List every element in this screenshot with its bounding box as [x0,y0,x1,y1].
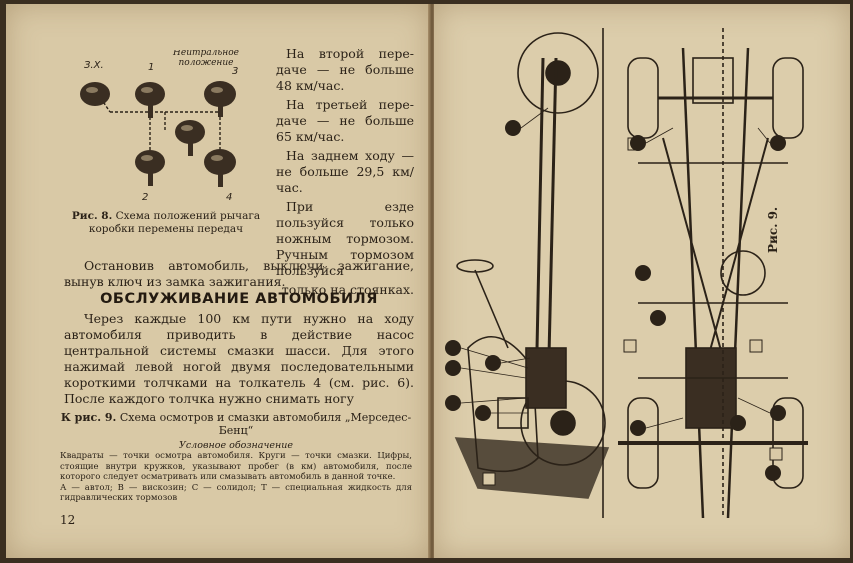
fig9-title-label: К рис. 9. [60,411,117,424]
brake-paragraph: При езде пользуйся только ножным тормозо… [276,199,414,278]
speed-second-first-line: На второй пере- [286,46,414,61]
legend-codes: А — автол; В — вискозин; С — солидол; Т … [60,482,412,504]
fig8-caption-text: Схема положений рычага коробки перемены … [88,210,261,235]
maintenance-paragraph: Через каждые 100 км пути нужно на ходу а… [64,311,414,407]
section-heading: ОБСЛУЖИВАНИЕ АВТОМОБИЛЯ [100,291,378,307]
chassis-side-view [454,28,610,518]
fig8-caption-label: Рис. 8. [71,210,113,222]
fig9-title: К рис. 9. Схема осмотров и смазки автомо… [60,411,412,437]
fig8-label-reverse: З.Х. [84,60,104,71]
speed-third-first-line: На третьей пере- [286,97,414,112]
brake-tail: только на стоянках. [281,282,414,297]
fig8-label-3: 3 [232,66,238,77]
fig9-chassis-diagram [445,28,808,519]
fig8-label-neutral: Нейтральное положение [173,50,239,68]
lubrication-markers [445,120,786,481]
inspection-markers [482,137,783,486]
fig9-title-text: Схема осмотров и смазки автомобиля „Мерс… [119,411,412,437]
fig8-label-2: 2 [142,192,148,203]
chassis-top-view [618,28,808,519]
fig8-label-1: 1 [148,62,154,73]
fig9-label: Рис. 9. [766,206,780,253]
maintenance-text: Через каждые 100 км пути нужно на ходу а… [64,311,414,406]
speed-third-rest: даче — не больше 65 км/час. [276,113,414,144]
speed-second-rest: даче — не больше 48 км/час. [276,62,414,93]
speed-limits-column: На второй пере- даче — не больше 48 км/ч… [276,46,414,301]
fig8-caption: Рис. 8. Схема положений рычага коробки п… [66,210,266,236]
fig8-label-4: 4 [226,192,232,203]
speed-third-gear: На третьей пере- даче — не больше 65 км/… [276,97,414,145]
legend-block: Квадраты — точки осмотра автомобиля. Кру… [60,451,412,504]
speed-second-gear: На второй пере- даче — не больше 48 км/ч… [276,46,414,94]
leader-lines [460,107,771,429]
book-gutter [428,4,436,558]
fig8-gearshift-diagram: З.Х. 1 3 2 4 Нейтральное положение [80,50,239,203]
legend-heading: Условное обозначение [179,440,293,451]
stop-paragraph: Остановив автомобиль, выключи зажигание,… [64,258,414,289]
speed-reverse-first-line: На заднем ходу — [286,148,414,163]
legend-text: Квадраты — точки осмотра автомобиля. Кру… [60,451,412,482]
gear-knob-reverse [80,82,110,106]
page-number: 12 [60,513,76,527]
speed-reverse-rest: не больше 29,5 км/час. [276,164,414,195]
speed-reverse-gear: На заднем ходу — не больше 29,5 км/час. [276,148,414,196]
